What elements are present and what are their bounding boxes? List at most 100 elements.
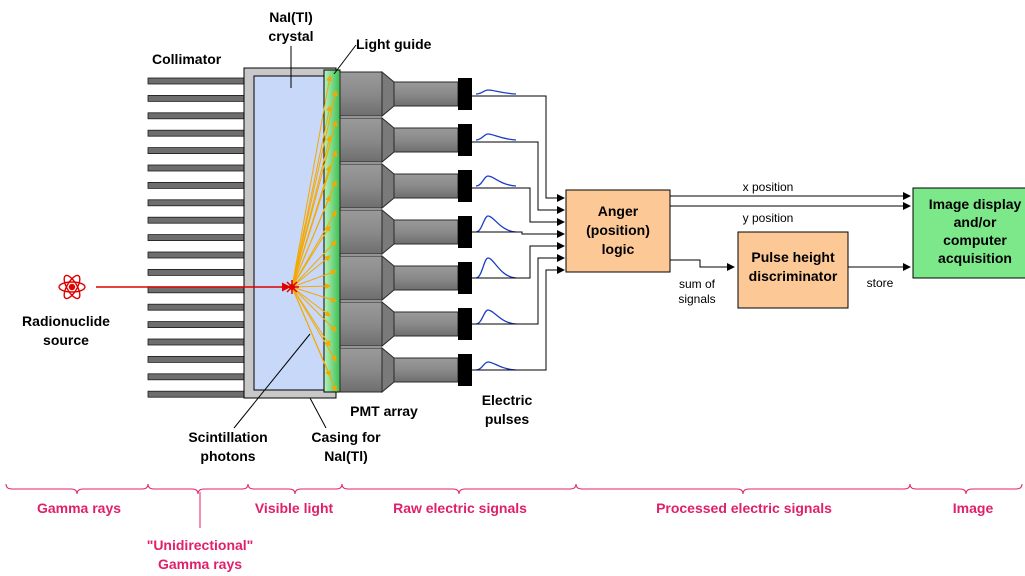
collimator-plate [147,112,245,120]
pmt-face [339,117,383,163]
collimator-plate [147,164,245,172]
collimator-plate [147,303,245,311]
collimator-plate [147,181,245,189]
photon-ray [291,240,337,288]
anger-logic-line3: logic [602,241,635,257]
pmt-body [393,219,459,245]
photon-ray [291,165,332,288]
pmt-tube [339,208,472,256]
pmt-array [339,70,472,394]
collimator-plate [147,216,245,224]
stage-image: Image [953,500,994,516]
pmt-connector [458,216,472,248]
pmt-signal-wire [472,141,565,214]
pulse-waveform [475,133,517,141]
pmt-face [339,255,383,301]
stage-brace [341,483,577,495]
pmt-signal-wire [472,242,565,279]
pmt-tube [339,70,472,118]
pmt-taper [381,70,395,118]
photon-ray [291,286,337,332]
pmt-face [339,301,383,347]
image-display-line3: computer [943,232,1007,248]
photon-ray [291,269,337,288]
store-label: store [867,276,894,290]
anger-logic-line1: Anger [598,203,639,219]
collimator-plate [147,147,245,155]
photon-ray [291,255,331,288]
pmt-taper [381,162,395,210]
pmt-tube [339,254,472,302]
collimator-plate [147,199,245,207]
scintillation-label-line1: Scintillation [188,429,267,445]
image-display-line1: Image display [929,196,1022,212]
pmt-connector [458,354,472,386]
collimator-plate [147,390,245,398]
pmt-body [393,357,459,383]
sum-of-signals-arrow [670,259,735,271]
collimator-plate [147,338,245,346]
pmt-face [339,209,383,255]
anger-logic-box [565,189,671,273]
electric-pulses-line2: pulses [485,411,530,427]
stage-brace [909,483,1023,495]
scintillation-pointer [233,333,311,429]
collimator-plate [147,321,245,329]
collimator-plate [147,77,245,85]
photon-ray [291,286,337,392]
stage-unidirectional-line1: "Unidirectional" [147,537,254,553]
nai-crystal-label-line2: crystal [268,28,313,44]
pmt-body [393,173,459,199]
pulse-waveform [475,309,517,325]
pmt-body [393,81,459,107]
pmt-array-label: PMT array [350,403,418,419]
pulse-height-box [737,231,849,309]
signal-wires [472,95,565,371]
sum-of-signals-line1: sum of [679,277,716,291]
pmt-connector [458,124,472,156]
collimator-label: Collimator [152,51,222,67]
pulse-waveform [475,361,517,371]
pulse-height-line2: discriminator [749,268,838,284]
pmt-taper [381,116,395,164]
pmt-signal-wire [472,95,565,202]
stage-braces [5,483,1023,495]
casing-label-line2: NaI(Tl) [324,448,368,464]
photon-ray [291,286,337,303]
pmt-taper [381,208,395,256]
pmt-tube [339,346,472,394]
image-display-line2: and/or [954,214,997,230]
pmt-tube [339,162,472,210]
pmt-connector [458,78,472,110]
pmt-connector [458,262,472,294]
collimator [147,77,245,398]
casing-label-line1: Casing for [311,429,381,445]
nai-crystal-label-line1: NaI(Tl) [269,9,313,25]
collimator-plate [147,129,245,137]
scintillation-label-line2: photons [200,448,255,464]
image-display-box [912,187,1025,279]
stage-gamma-rays: Gamma rays [37,500,121,516]
pmt-connector [458,170,472,202]
anger-logic-line2: (position) [586,222,650,238]
stage-raw-signals: Raw electric signals [393,500,527,516]
pmt-tube [339,116,472,164]
pmt-connector [458,308,472,340]
pmt-signal-wire [472,187,565,226]
electric-pulses [475,89,517,371]
stage-brace [5,483,149,495]
scintillation-photon-rays [291,75,338,392]
photon-ray [291,135,332,288]
x-position-label: x position [743,180,794,194]
light-guide-label: Light guide [356,36,432,52]
pmt-signal-wire [472,230,565,238]
photon-ray [291,75,333,288]
stage-brace [247,483,343,495]
pulse-waveform [475,89,517,95]
pulse-waveform [475,175,517,187]
photon-ray [291,225,331,288]
radionuclide-label-line2: source [43,332,89,348]
photon-ray [291,286,331,317]
stage-visible-light: Visible light [255,500,334,516]
stage-brace [575,483,911,495]
